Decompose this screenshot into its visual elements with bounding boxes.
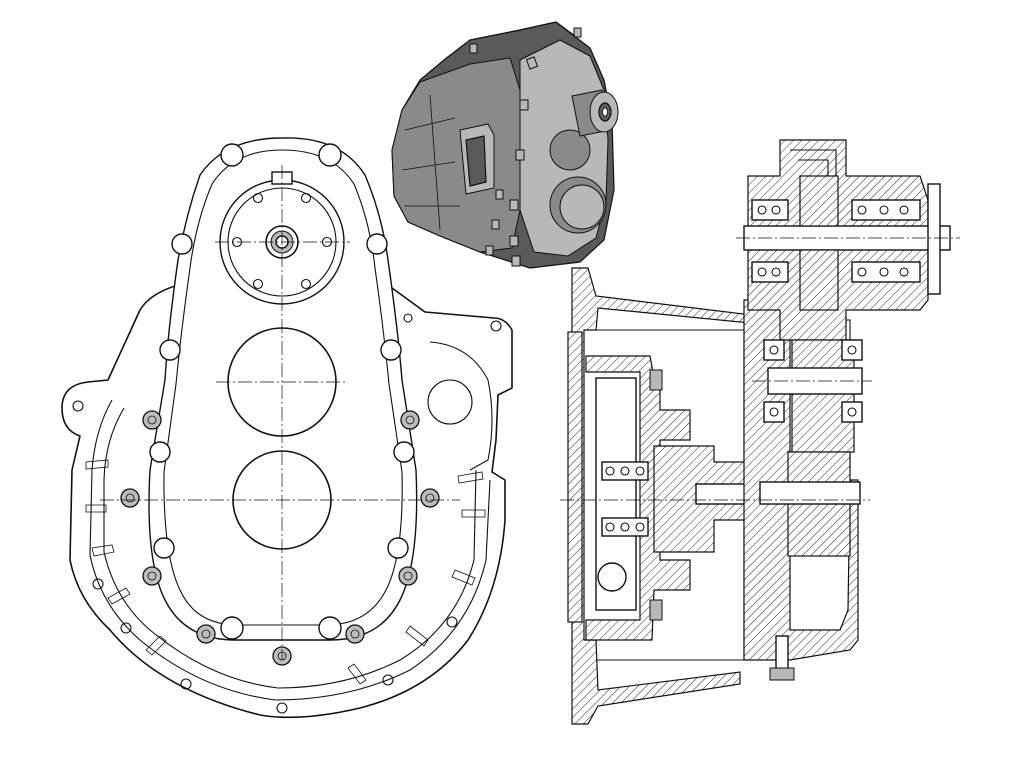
section-shaft-right-cap: [927, 183, 941, 295]
iso-lower-boss-face: [559, 184, 605, 230]
section-top-cover-line: [790, 149, 837, 176]
section-mid-bearings: [763, 339, 863, 423]
iso-view: [391, 21, 619, 269]
section-left-plate: [567, 331, 583, 623]
section-clutch-bearings: [601, 461, 649, 537]
section-mid-bolt: [649, 599, 663, 621]
section-lower-shaft-bore: [759, 481, 861, 505]
cover-bolts: [120, 410, 440, 666]
iso-upper-boss: [549, 129, 591, 171]
housing-outline: [61, 276, 513, 719]
cover-bosses: [149, 143, 415, 640]
section-lower-cylinder: [597, 562, 627, 592]
iso-flange-edge: [443, 21, 576, 61]
housing-inner-outline: [89, 399, 491, 701]
iso-bolts: [469, 27, 582, 267]
section-top-bearings: [751, 199, 921, 283]
housing-flange-ring: [103, 407, 477, 689]
iso-housing-face: [391, 57, 521, 253]
front-centerlines: [100, 165, 460, 660]
iso-shaft-bore: [602, 107, 608, 117]
flange-holes: [72, 313, 502, 714]
iso-ribs: [401, 94, 460, 231]
section-bell-housing: [571, 267, 761, 725]
iso-window-inner: [465, 135, 487, 187]
section-top-gear: [799, 175, 839, 227]
flange-slots: [85, 459, 486, 685]
side-boss: [429, 341, 493, 471]
section-top-bolt: [649, 369, 663, 391]
front-view: [61, 137, 513, 719]
section-view: [560, 139, 960, 725]
section-centerlines: [560, 237, 960, 501]
section-top-gear-lower: [799, 249, 839, 311]
side-boss-circle: [427, 379, 473, 425]
section-bottom-bolt: [769, 635, 795, 681]
